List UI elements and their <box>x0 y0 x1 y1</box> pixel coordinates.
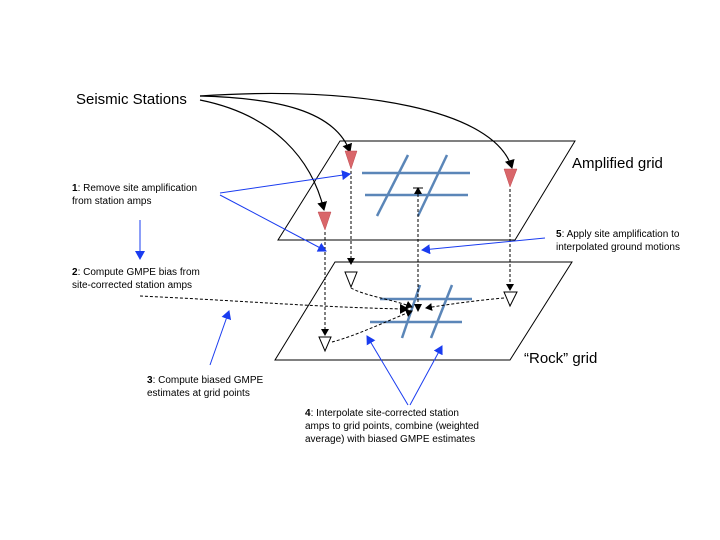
station-marker-icon <box>344 150 358 170</box>
hollow-triangle-icon <box>344 271 358 289</box>
hollow-triangle-icon <box>503 291 518 308</box>
station-marker-icon <box>317 211 332 231</box>
interpolated-markers <box>318 271 518 353</box>
station-arrows <box>199 92 515 211</box>
amplified-grid-lines <box>362 154 470 217</box>
amplified-grid-label: Amplified grid <box>572 155 663 172</box>
amplified-grid-plane <box>277 140 576 241</box>
annotation-arrows <box>135 170 546 406</box>
rock-grid-plane <box>274 261 573 361</box>
step-4-text: 4: Interpolate site-corrected station am… <box>305 408 479 445</box>
hollow-triangle-icon <box>318 336 332 353</box>
rock-grid-point <box>414 304 422 312</box>
rock-grid-lines <box>370 284 472 339</box>
step-3-text: 3: Compute biased GMPE estimates at grid… <box>147 375 264 399</box>
station-markers <box>317 150 518 231</box>
interpolation-arrows <box>139 287 505 343</box>
seismic-stations-label: Seismic Stations <box>76 91 187 108</box>
rock-grid-label: “Rock” grid <box>524 350 598 367</box>
step-1-text: 1: Remove site amplification from statio… <box>72 183 198 207</box>
step-2-text: 2: Compute GMPE bias from site-corrected… <box>72 267 200 291</box>
step-5-text: 5: Apply site amplification to interpola… <box>556 229 680 253</box>
station-marker-icon <box>503 168 518 188</box>
